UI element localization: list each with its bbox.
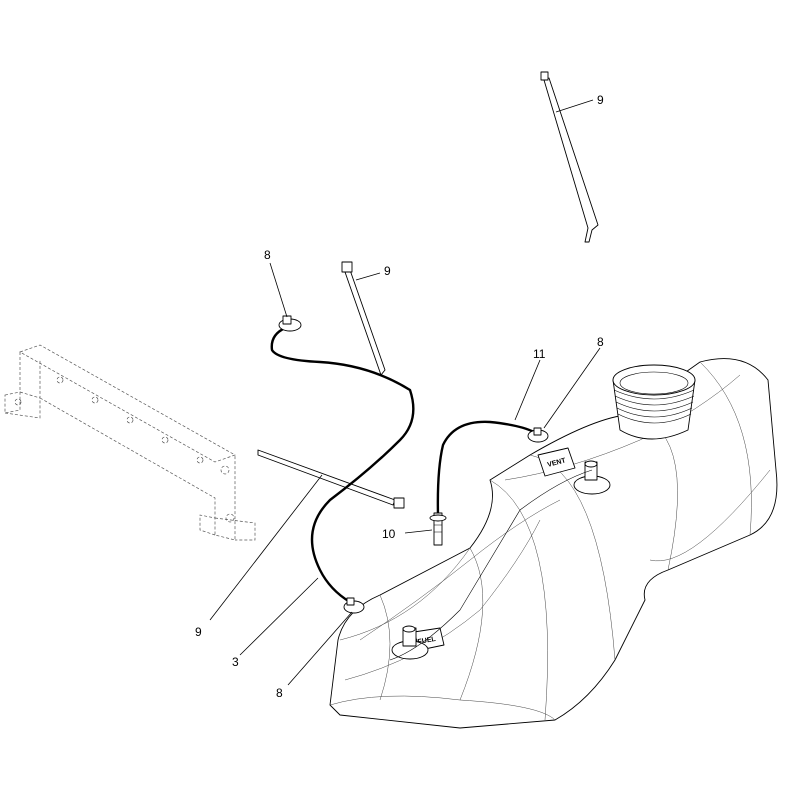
fuel-outlet-fitting: FUEL <box>391 625 445 660</box>
cable-tie-mid <box>341 261 386 376</box>
callout-9-top: 9 <box>597 93 604 107</box>
vent-valve <box>429 512 447 546</box>
callout-9-mid: 9 <box>384 264 391 278</box>
cable-tie-lower <box>257 449 405 509</box>
vent-hose <box>436 420 536 517</box>
callout-9-lower: 9 <box>195 625 202 639</box>
vent-stamp: VENT <box>547 457 568 469</box>
callout-10: 10 <box>382 527 396 541</box>
fuel-tank: VENT FUEL <box>329 358 778 729</box>
cable-tie-top <box>540 71 599 243</box>
callout-8-right: 8 <box>597 335 604 349</box>
vent-fitting: VENT <box>537 447 611 495</box>
fuel-stamp: FUEL <box>417 636 437 646</box>
fuel-hose <box>270 326 415 604</box>
hose-clamp-bottom <box>343 597 365 614</box>
hose-clamp-right <box>527 427 549 443</box>
filler-neck <box>612 364 696 440</box>
hose-clamp-upper <box>278 315 302 332</box>
callout-8-bottom: 8 <box>276 686 283 700</box>
callout-11: 11 <box>533 347 546 361</box>
callout-3: 3 <box>232 655 239 669</box>
vent-routing-line <box>389 469 593 661</box>
callout-8-upper-left: 8 <box>264 248 271 262</box>
mounting-bracket <box>4 344 256 541</box>
leader-lines <box>209 99 601 686</box>
